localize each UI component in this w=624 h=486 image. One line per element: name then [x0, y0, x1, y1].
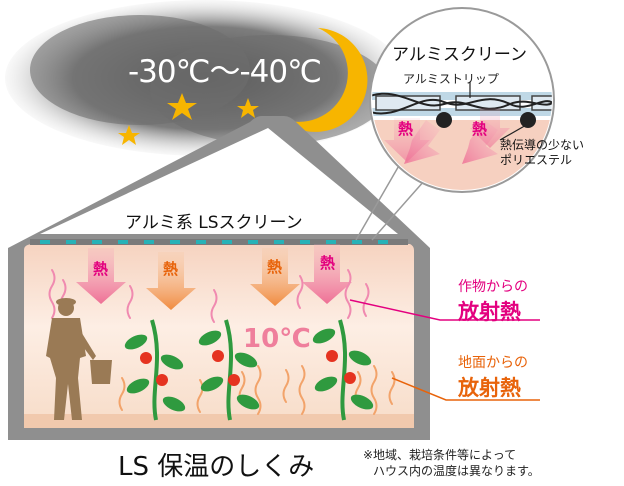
callout-lines: [349, 299, 540, 401]
crop-heat-line2: 放射熱: [458, 300, 521, 324]
tomato-plant-icon: [198, 319, 260, 421]
outside-temperature: -30℃〜-40℃: [128, 54, 322, 90]
tomato-plant-icon: [312, 319, 374, 421]
crop-heat-line1: 作物からの: [458, 279, 528, 295]
star-icon: [167, 93, 197, 120]
heat-arrow-icon: [384, 118, 430, 162]
tomato-plant-icon: [124, 319, 186, 421]
farmer-icon: [46, 298, 112, 420]
diagram-title: LS 保温のしくみ: [118, 452, 315, 482]
heat-arrow-icon: [302, 244, 352, 304]
heat-glyph: 熱: [93, 260, 108, 278]
zoom-detail: 熱 熱: [369, 7, 555, 193]
note-line2: ハウス内の温度は異なります。: [373, 464, 540, 478]
zoom-title: アルミスクリーン: [392, 45, 527, 65]
polyester-label-line1: 熱伝導の少ない: [500, 138, 585, 152]
heat-arrow-icon: [146, 252, 196, 310]
heat-glyph: 熱: [472, 120, 487, 138]
heat-arrow-icon: [76, 248, 126, 304]
screen-label: アルミ系 LSスクリーン: [125, 213, 303, 233]
stars: [118, 93, 259, 145]
tomato-plants: [124, 319, 374, 421]
reflected-heat-arrows: [76, 244, 352, 310]
heat-labels: 熱 熱 熱 熱: [93, 254, 335, 278]
moon-icon: [280, 28, 368, 132]
star-icon: [118, 125, 140, 145]
heat-glyph: 熱: [267, 258, 282, 276]
heat-glyph: 熱: [398, 120, 413, 138]
ground-heat-leader: [391, 377, 540, 401]
heat-arrow-icon: [470, 108, 510, 148]
heat-waves: [48, 269, 396, 415]
heat-glyph: 熱: [320, 254, 335, 272]
polyester-label-line2: ポリエステル: [500, 153, 573, 167]
note-line1: ※地域、栽培条件等によって: [363, 448, 517, 462]
greenhouse-ground: [24, 414, 414, 428]
crop-heat-leader: [349, 299, 540, 321]
ground-heat-line1: 地面からの: [458, 355, 528, 371]
greenhouse-roof: [40, 128, 398, 234]
heat-glyph: 熱: [163, 260, 178, 278]
star-icon: [237, 98, 259, 118]
strip-label: アルミストリップ: [403, 72, 499, 86]
ground-heat-line2: 放射熱: [458, 376, 521, 400]
night-sky: [5, 0, 405, 156]
aluminum-screen: [30, 239, 408, 245]
polyester-pointer: [499, 123, 529, 141]
inside-temperature: 10℃: [243, 324, 311, 354]
heat-arrow-icon: [250, 248, 300, 306]
